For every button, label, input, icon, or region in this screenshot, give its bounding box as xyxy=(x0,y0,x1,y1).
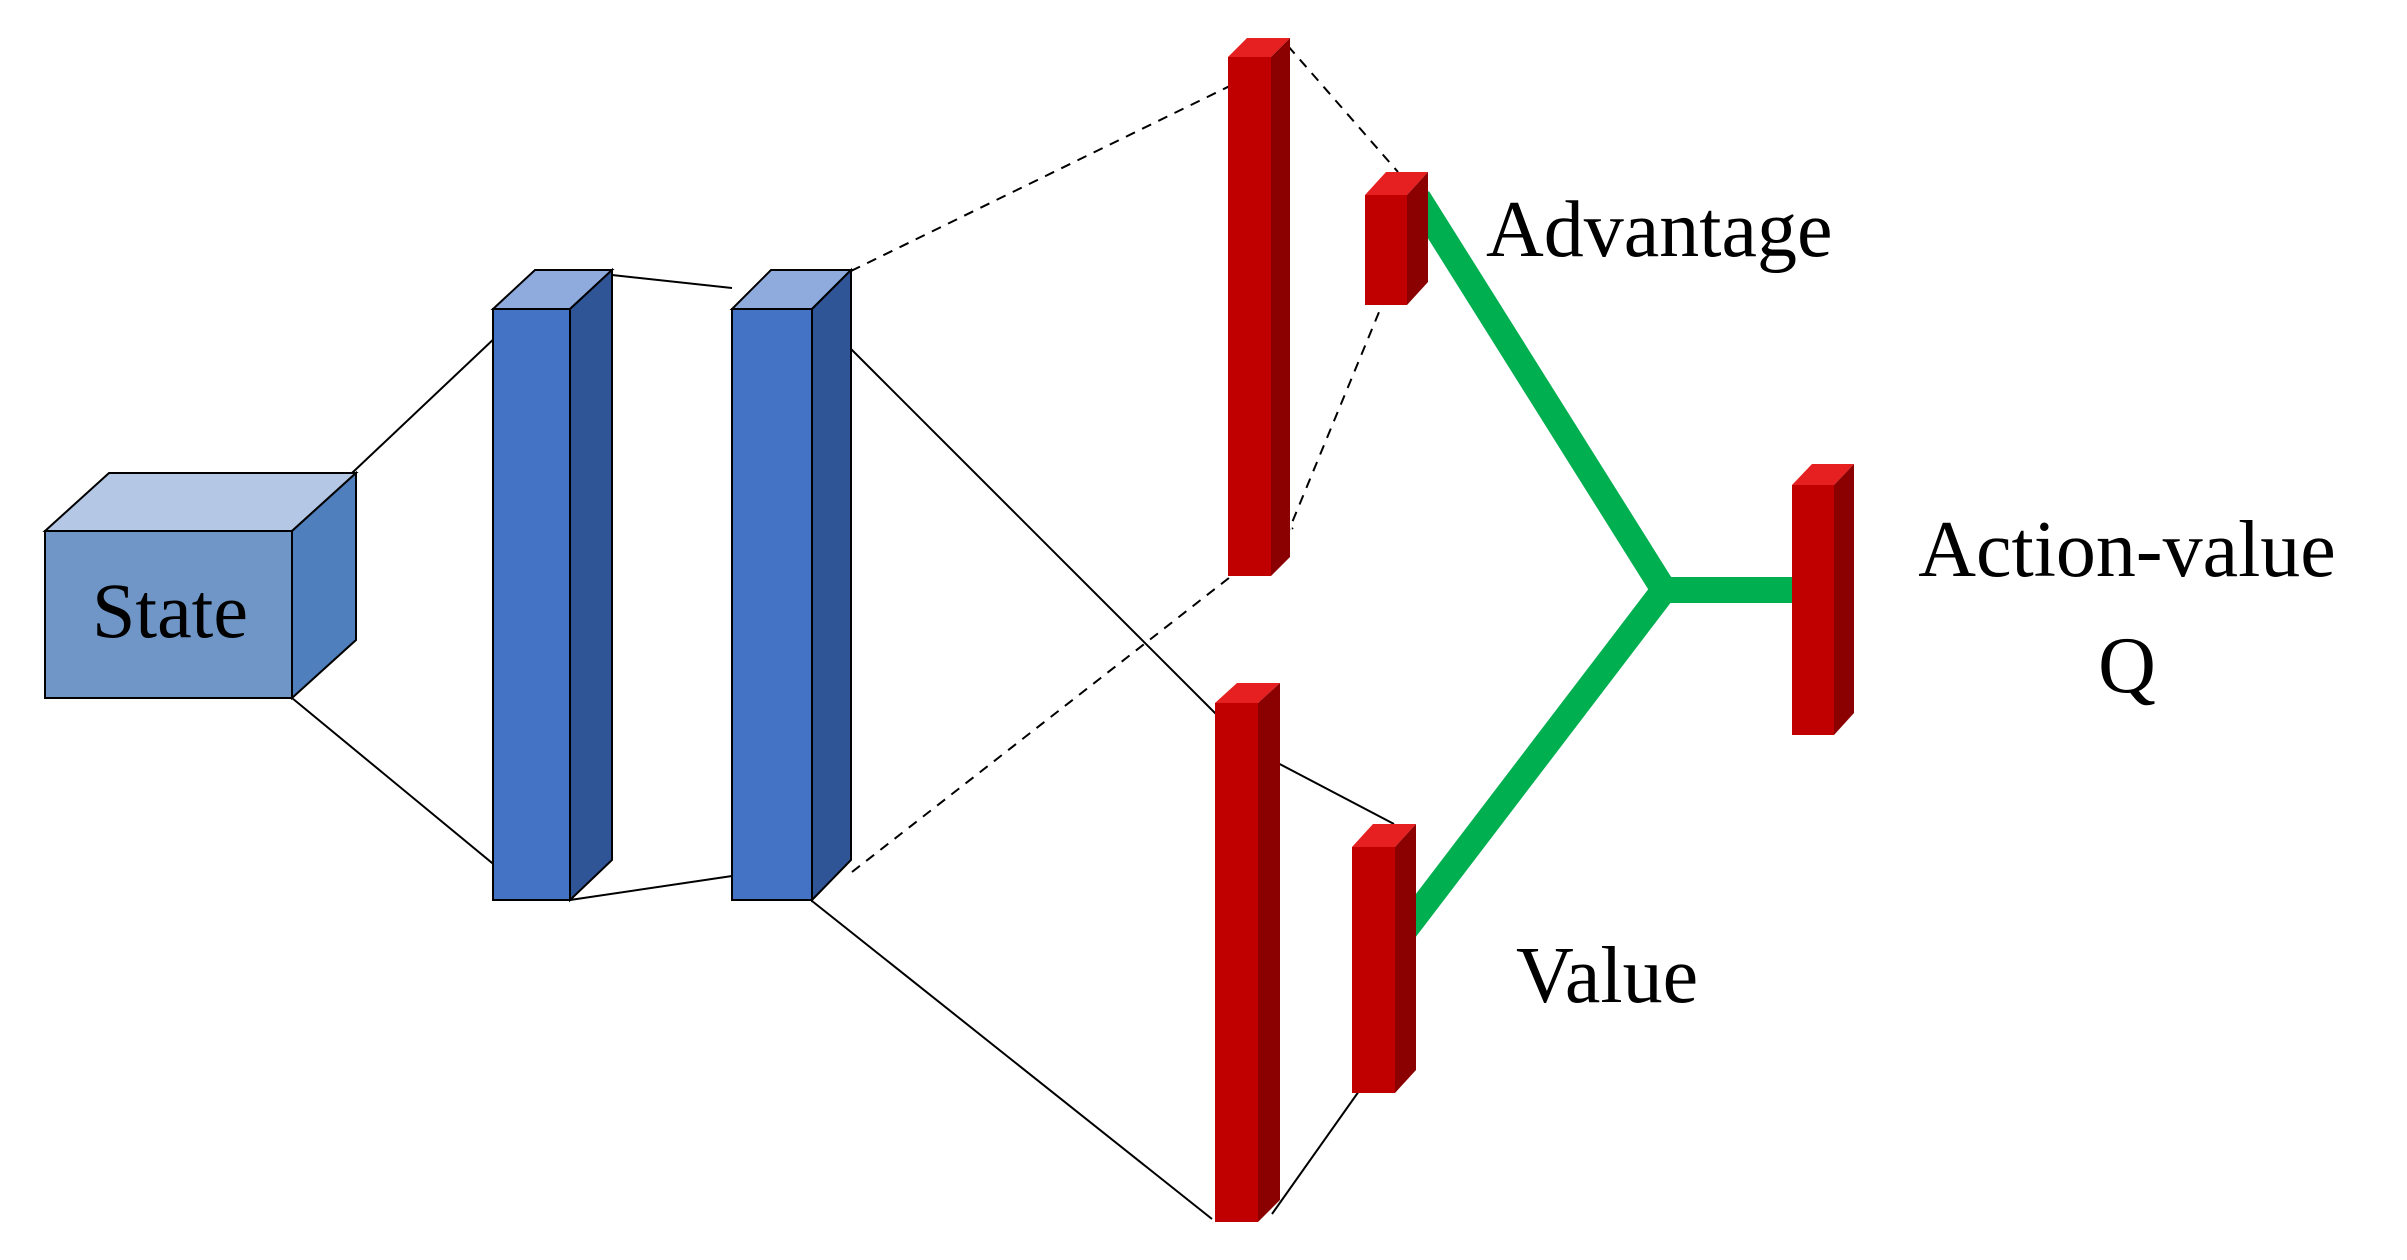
value-fc-side xyxy=(1258,683,1280,1222)
layer1-to-layer2-top xyxy=(611,274,733,289)
q-output-side xyxy=(1834,464,1854,735)
value-output-top xyxy=(1352,824,1416,847)
conv-layer-2-front xyxy=(731,308,813,901)
conv-layer-2-side xyxy=(811,267,852,903)
advantage-fc-layer xyxy=(1228,38,1290,576)
value-fc-top xyxy=(1215,683,1280,703)
connection-lines xyxy=(291,274,1395,1220)
layer1-to-layer2-bottom xyxy=(569,875,733,901)
advantage-output-layer xyxy=(1365,172,1428,305)
state-input-box: State xyxy=(42,470,359,701)
conv-layer-1 xyxy=(490,267,615,903)
conv-layer-1-side xyxy=(569,267,613,903)
value-fc-to-value-out-bottom xyxy=(1271,1083,1365,1215)
q-output-layer xyxy=(1792,464,1854,735)
value-fc-layer xyxy=(1215,683,1280,1222)
advantage-fc-front xyxy=(1228,57,1271,576)
advantage-output-front xyxy=(1365,195,1407,305)
advantage-output-side xyxy=(1407,172,1428,305)
conv-layer-2 xyxy=(729,267,854,903)
state-label: State xyxy=(92,567,248,654)
layer2-to-adv-fc-bottom xyxy=(851,527,1294,873)
adv-fc-to-adv-out-bottom xyxy=(1271,299,1385,572)
value-to-q-line xyxy=(1393,582,1675,939)
layer2-to-value-fc-bottom xyxy=(811,900,1213,1220)
conv-layer-1-front xyxy=(492,308,571,901)
adv-fc-to-adv-out-top xyxy=(1287,45,1399,173)
value-fc-front xyxy=(1215,703,1258,1222)
value-output-front xyxy=(1352,847,1395,1093)
value-fc-to-value-out-top xyxy=(1271,759,1395,825)
value-label: Value xyxy=(1516,932,1698,1020)
aggregation-lines xyxy=(1393,191,1794,939)
advantage-fc-top xyxy=(1228,38,1290,57)
advantage-fc-side xyxy=(1271,38,1290,576)
q-output-top xyxy=(1792,464,1854,485)
q-label: Q xyxy=(2098,622,2156,710)
value-output-side xyxy=(1395,824,1416,1093)
dashed-lines xyxy=(850,45,1399,873)
action-value-label: Action-value xyxy=(1918,506,2336,594)
advantage-label: Advantage xyxy=(1486,186,1833,274)
state-to-layer1-top xyxy=(351,317,517,474)
state-box-front xyxy=(44,530,293,699)
value-output-layer xyxy=(1352,824,1416,1093)
layer2-to-adv-fc-top xyxy=(850,81,1239,272)
layer2-to-value-fc-top xyxy=(849,347,1245,743)
q-output-front xyxy=(1792,485,1834,735)
